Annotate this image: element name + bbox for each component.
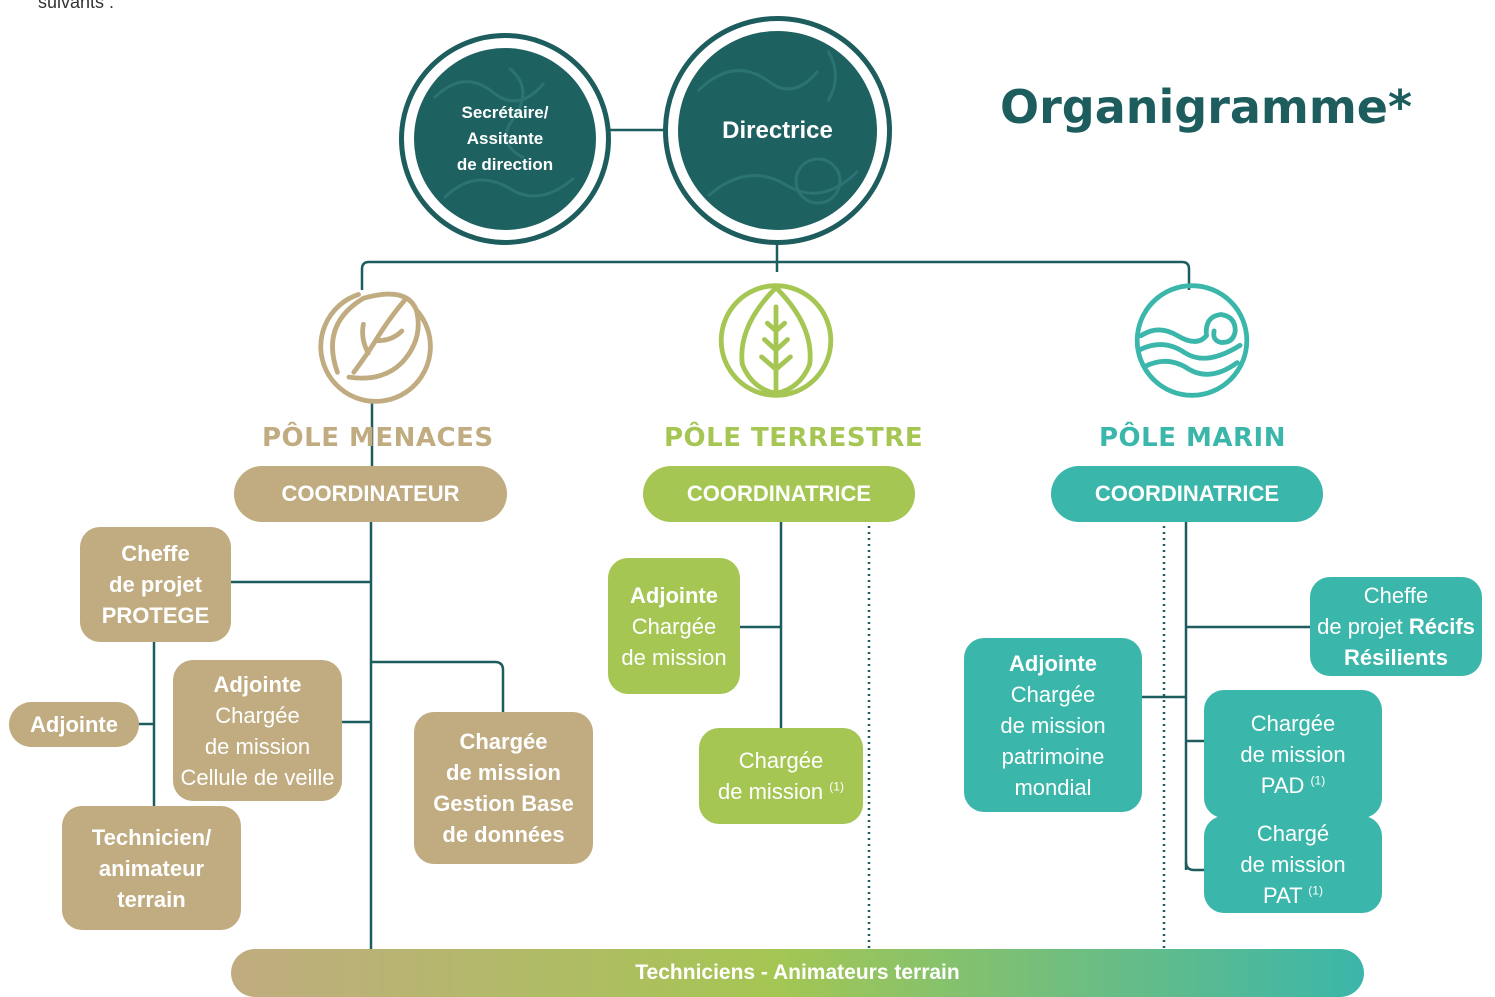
terrestre-fern-icon	[718, 283, 834, 398]
pole-marin-title: PÔLE MARIN	[1099, 423, 1286, 453]
pole-menaces-title: PÔLE MENACES	[262, 423, 494, 453]
wave-pattern-icon	[696, 50, 860, 205]
menaces-technician-box: Technicien/ animateur terrain	[62, 806, 241, 930]
marin-coordinator: COORDINATRICE	[1051, 466, 1323, 522]
pole-terrestre-title: PÔLE TERRESTRE	[664, 423, 924, 453]
marin-project-lead-box: Cheffe de projet Récifs Résilients	[1310, 577, 1482, 676]
terrestre-officer-box: Chargée de mission (1)	[699, 728, 863, 824]
caption-text: suivants :	[38, 0, 115, 12]
menaces-deputy-box: Adjointe Chargée de mission Cellule de v…	[173, 660, 342, 801]
footnote-marker: (1)	[1308, 883, 1323, 898]
footnote-marker: (1)	[1310, 773, 1326, 788]
assistant-label: Secrétaire/ Assitante de direction	[456, 103, 554, 174]
field-technicians-bar: Techniciens - Animateurs terrain	[231, 949, 1364, 997]
menaces-coordinator: COORDINATEUR	[234, 466, 507, 522]
terrestre-deputy-box: Adjointe Chargée de mission	[608, 558, 740, 694]
menaces-database-box: Chargée de mission Gestion Base de donné…	[414, 712, 593, 864]
marin-pad-box: Chargée de mission PAD (1)	[1204, 690, 1382, 818]
footnote-marker: (1)	[829, 779, 844, 794]
marin-pat-box: Chargé de mission PAT (1)	[1204, 816, 1382, 913]
director-circle: Directrice	[663, 16, 892, 245]
terrestre-coordinator: COORDINATRICE	[643, 466, 915, 522]
assistant-circle: Secrétaire/ Assitante de direction	[399, 33, 611, 245]
wave-pattern-icon	[432, 66, 575, 200]
marin-wave-icon	[1134, 283, 1250, 398]
menaces-project-lead-box: Cheffe de projet PROTEGE	[80, 527, 231, 642]
marin-deputy-box: Adjointe Chargée de mission patrimoine m…	[964, 638, 1142, 812]
page-title: Organigramme*	[1000, 80, 1413, 134]
menaces-leaf-icon	[318, 291, 433, 404]
director-label: Directrice	[722, 116, 833, 144]
menaces-side-deputy-box: Adjointe	[9, 702, 139, 747]
